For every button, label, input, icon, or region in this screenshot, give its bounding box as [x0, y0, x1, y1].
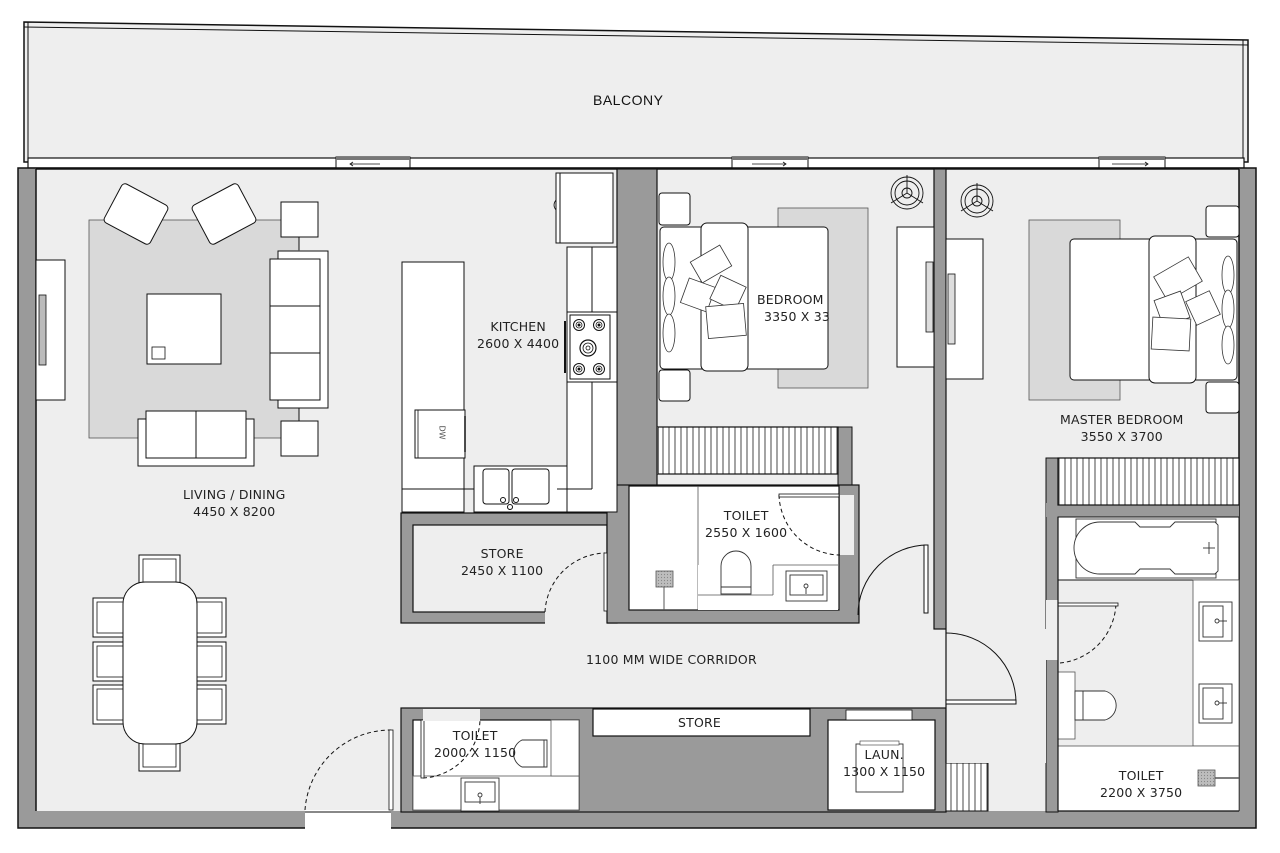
door-swing-icon [1059, 602, 1117, 664]
room-dimensions: 2550 X 1600 [705, 525, 788, 540]
washing-machine [855, 740, 904, 793]
wardrobe [657, 426, 839, 475]
door-swing-icon [304, 729, 392, 811]
room-label-store-2: STORE [678, 714, 721, 731]
room-label-kitchen: KITCHEN 2600 X 4400 [477, 318, 559, 352]
toilet-icon [720, 550, 752, 595]
room-label-laundry: LAUN. 1300 X 1150 [843, 746, 925, 780]
room-dimensions: 3550 X 3700 [1080, 429, 1163, 444]
wardrobe [1057, 457, 1240, 506]
ceiling-fan-icon [960, 183, 994, 218]
room-label-living: LIVING / DINING 4450 X 8200 [183, 486, 285, 520]
room-name: TOILET [452, 728, 498, 743]
sink-icon [482, 468, 550, 510]
balcony [23, 21, 1249, 169]
room-name: TOILET [1118, 768, 1164, 783]
ceiling-fan-icon [890, 175, 924, 210]
tv-icon [38, 294, 47, 366]
room-label-bedroom: BEDROOM 3350 X 33 [757, 291, 829, 325]
room-name: MASTER BEDROOM [1060, 412, 1184, 427]
room-name: STORE [480, 546, 524, 561]
toilet2-fixtures [412, 709, 580, 812]
kitchen-area [401, 172, 618, 513]
room-name: LAUN. [864, 747, 904, 762]
room-dimensions: 1300 X 1150 [843, 764, 926, 779]
living-area [35, 183, 329, 467]
dishwasher [414, 409, 466, 459]
master-bedroom-area [945, 183, 1240, 506]
room-label-balcony: BALCONY [593, 92, 663, 109]
master-bath [1057, 516, 1240, 812]
kitchen-island [401, 261, 465, 513]
room-dimensions: 4450 X 8200 [193, 504, 276, 519]
dishwasher-label: DW [437, 425, 447, 440]
master-bedroom-door[interactable] [945, 632, 1017, 705]
toilet-icon [1074, 690, 1117, 721]
sliding-door-bedroom[interactable] [731, 156, 809, 170]
stove-burner-icon [573, 319, 605, 375]
toilet1-fixtures [655, 486, 841, 610]
room-label-master-bedroom: MASTER BEDROOM 3550 X 3700 [1060, 411, 1184, 445]
dining-table [92, 554, 227, 772]
bathtub-icon [1073, 518, 1219, 579]
room-dimensions: 2450 X 1100 [461, 563, 544, 578]
room-name: LIVING / DINING [183, 487, 286, 502]
room-name: 1100 MM WIDE CORRIDOR [586, 652, 757, 667]
room-label-corridor: 1100 MM WIDE CORRIDOR [586, 651, 757, 668]
room-name: KITCHEN [490, 319, 546, 334]
washbasin-icon [785, 570, 828, 602]
room-dimensions: 2200 X 3750 [1100, 785, 1183, 800]
room-label-toilet-1: TOILET 2550 X 1600 [705, 507, 787, 541]
room-name: TOILET [723, 508, 769, 523]
washbasin-icon [460, 777, 500, 812]
door-swing-icon [422, 719, 481, 779]
shower-icon [1197, 769, 1239, 787]
entry-door[interactable] [304, 729, 394, 811]
room-name: BEDROOM [757, 292, 824, 307]
room-name: STORE [678, 715, 721, 730]
bedroom-door[interactable] [857, 544, 929, 616]
room-dimensions: 2000 X 1150 [434, 745, 517, 760]
room-label-toilet-2: TOILET 2000 X 1150 [434, 727, 516, 761]
shower-icon [655, 570, 674, 610]
sliding-door-master[interactable] [1098, 156, 1166, 170]
room-name: BALCONY [593, 92, 664, 108]
room-dimensions: 3350 X 33 [764, 309, 829, 324]
toilet-icon [513, 739, 548, 768]
bedroom-area [657, 175, 935, 475]
sliding-door-living[interactable] [335, 156, 411, 170]
room-label-store: STORE 2450 X 1100 [461, 545, 543, 579]
store-door[interactable] [544, 552, 608, 613]
fridge [555, 172, 614, 244]
room-label-toilet-3: TOILET 2200 X 3750 [1100, 767, 1182, 801]
room-dimensions: 2600 X 4400 [477, 336, 560, 351]
armchair [191, 183, 257, 245]
washbasin-icon [1198, 601, 1233, 724]
armchair [103, 183, 169, 245]
